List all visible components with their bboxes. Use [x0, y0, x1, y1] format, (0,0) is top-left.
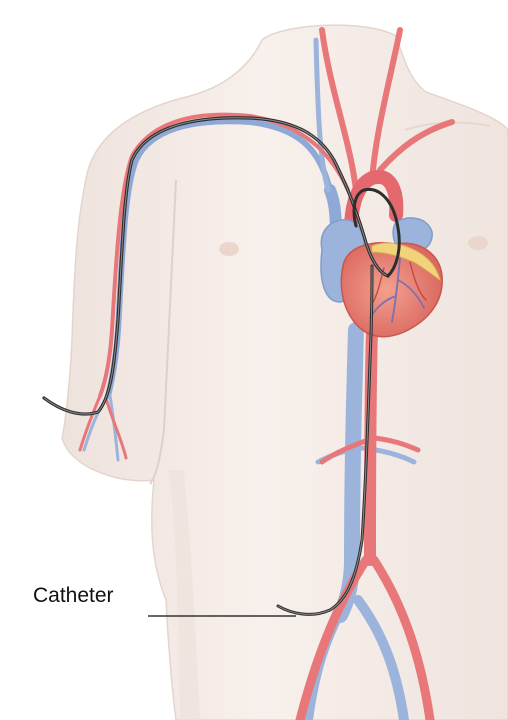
left-nipple	[219, 242, 239, 256]
right-nipple	[468, 236, 488, 250]
catheter-label: Catheter	[33, 585, 114, 606]
